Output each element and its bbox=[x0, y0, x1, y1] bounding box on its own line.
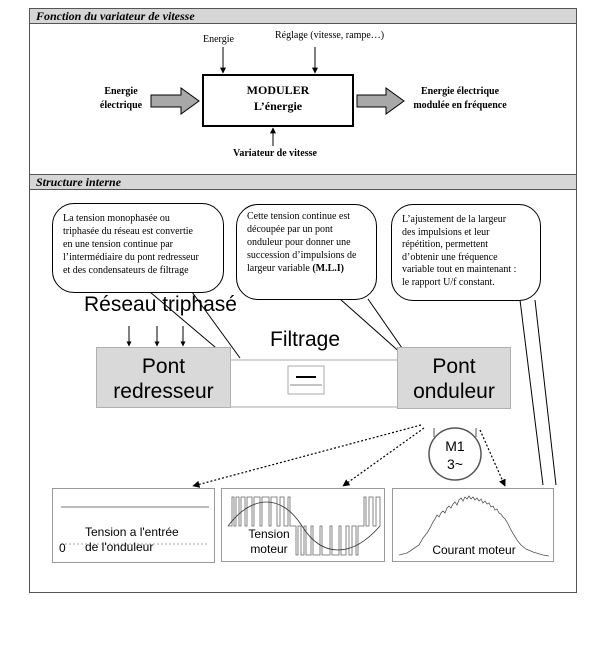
pwm-voltage-trace bbox=[227, 496, 381, 556]
bubble-left-pointer-b bbox=[191, 291, 241, 359]
bubble-uf-explanation: L’ajustement de la largeur des impulsion… bbox=[391, 204, 541, 301]
bubble-right-line: variable tout en maintenant : bbox=[402, 264, 517, 275]
input-big-arrow bbox=[150, 87, 200, 115]
section-function-title: Fonction du variateur de vitesse bbox=[29, 8, 577, 24]
reglage-input-label: Réglage (vitesse, rampe…) bbox=[275, 30, 385, 41]
bubble-right-line: des impulsions et leur bbox=[402, 226, 490, 238]
motor-circle bbox=[428, 427, 482, 481]
dc-voltage-trace bbox=[61, 506, 209, 545]
motor-current-trace bbox=[398, 495, 550, 557]
panel-3-caption: Courant moteur bbox=[432, 543, 516, 557]
bubble-right-pointer-b bbox=[534, 299, 557, 486]
reseau-triphase-label: Réseau triphasé bbox=[84, 293, 237, 316]
bubble-left-line: et des condensateurs de filtrage bbox=[63, 265, 189, 276]
bubble-middle-line: Cette tension continue est bbox=[247, 211, 351, 222]
bubble-left-line: en une tension continue par bbox=[63, 239, 173, 250]
variateur-label: Variateur de vitesse bbox=[233, 148, 317, 159]
bubble-inverter-explanation: Cette tension continue est découpée par … bbox=[236, 204, 377, 300]
output-big-arrow bbox=[356, 87, 405, 115]
panel-motor-current: Courant moteur bbox=[392, 488, 554, 562]
filtrage-label: Filtrage bbox=[270, 328, 341, 351]
bubble-right-line: d’obtenir une fréquence bbox=[402, 251, 498, 263]
bubble-right-line: répétition, permettent bbox=[402, 239, 489, 250]
bubble-middle-line: onduleur pour donner une bbox=[247, 237, 351, 248]
arrow-to-panel-1 bbox=[192, 424, 422, 488]
arrow-to-panel-3 bbox=[479, 429, 506, 487]
bubble-right-pointer-a bbox=[519, 299, 544, 486]
section-structure-title: Structure interne bbox=[29, 174, 577, 190]
bubble-left-line: l’intermédiaire du pont redresseur bbox=[63, 252, 199, 263]
bubble-middle-pointer-a bbox=[339, 298, 404, 356]
bubble-middle-line: découpée par un pont bbox=[247, 224, 333, 235]
energie-input-label: Energie bbox=[203, 34, 234, 45]
panel-1-zero-label: 0 bbox=[59, 541, 66, 555]
bubble-rectifier-explanation: La tension monophasée ou triphasée du ré… bbox=[52, 203, 224, 293]
bubble-left-line: triphasée du réseau est convertie bbox=[63, 226, 193, 237]
bubble-middle-line: largeur variable (M.L.I) bbox=[247, 263, 345, 274]
bubble-right-line: L’ajustement de la largeur bbox=[402, 214, 507, 225]
moduler-block bbox=[202, 74, 354, 127]
filter-capacitor-box bbox=[287, 365, 325, 395]
bubble-right-line: le rapport U/f constant. bbox=[402, 276, 495, 288]
arrow-to-panel-2 bbox=[342, 427, 425, 487]
bubble-middle-line: succession d’impulsions de bbox=[247, 250, 357, 261]
bubble-left-line: La tension monophasée ou bbox=[63, 213, 170, 224]
